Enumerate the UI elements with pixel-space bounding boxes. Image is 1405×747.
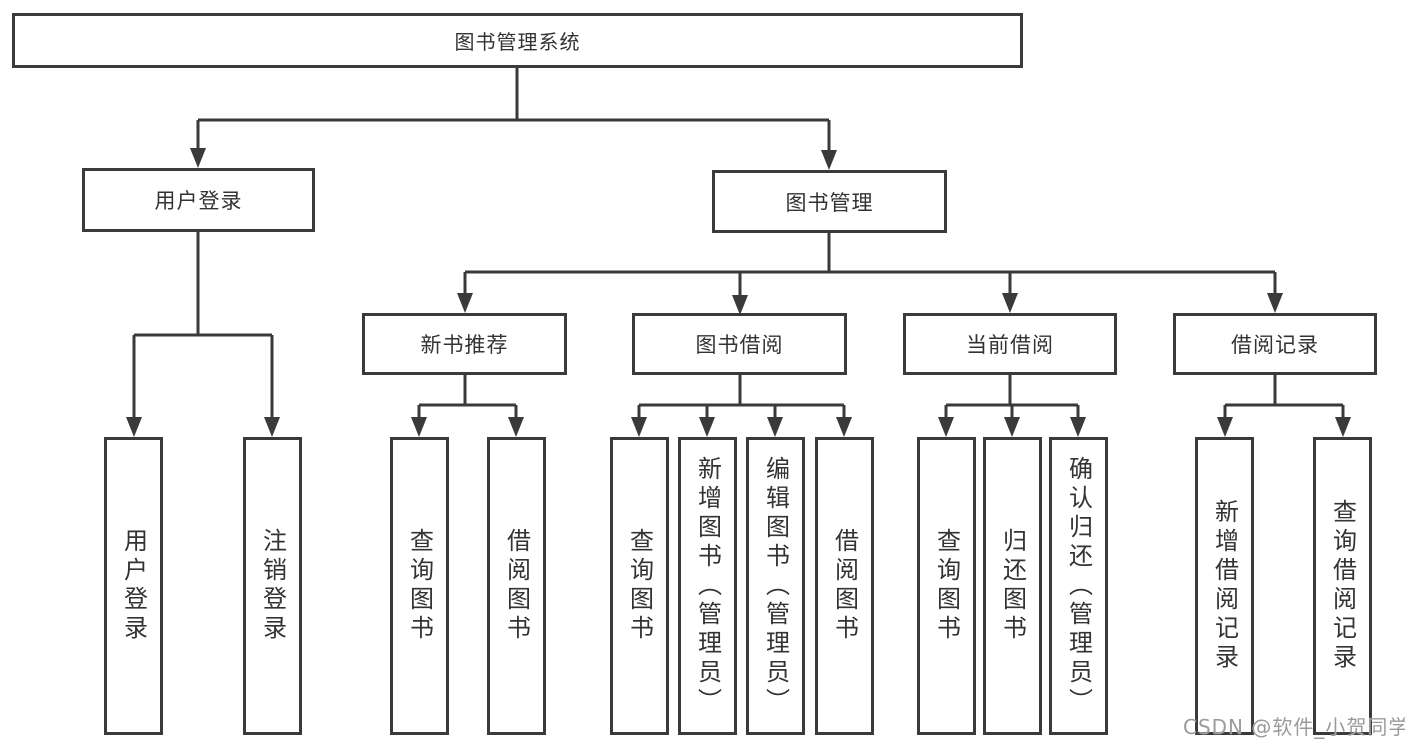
connector-book-borrowing-subtree — [637, 375, 846, 419]
arrowhead — [1217, 417, 1233, 437]
leaf-query-books-current: 查询图书 — [917, 437, 976, 735]
arrowhead — [938, 417, 954, 437]
leaf-borrow-books-recommend: 借阅图书 — [487, 437, 546, 735]
leaf-user-login: 用户登录 — [104, 437, 163, 735]
node-borrowing-records: 借阅记录 — [1173, 313, 1377, 375]
node-user-login: 用户登录 — [82, 168, 315, 232]
connector-new-book-subtree — [417, 375, 518, 419]
leaf-query-borrow-record: 查询借阅记录 — [1313, 437, 1372, 735]
arrowhead — [631, 417, 647, 437]
connector-root-to-level2 — [196, 68, 831, 152]
node-current-borrowing: 当前借阅 — [903, 313, 1117, 375]
arrowhead — [508, 417, 524, 437]
arrowhead — [836, 417, 852, 437]
arrowhead — [1335, 417, 1351, 437]
leaf-add-borrow-record: 新增借阅记录 — [1195, 437, 1254, 735]
arrowhead — [264, 417, 280, 437]
leaf-edit-book-admin: 编辑图书（管理员） — [746, 437, 805, 735]
leaf-query-books-recommend: 查询图书 — [390, 437, 449, 735]
node-book-borrowing: 图书借阅 — [632, 313, 847, 375]
connector-borrowing-records-subtree — [1223, 375, 1345, 419]
connector-current-borrowing-subtree — [944, 375, 1080, 419]
node-book-management-system: 图书管理系统 — [12, 13, 1023, 68]
arrowhead — [411, 417, 427, 437]
leaf-add-book-admin: 新增图书（管理员） — [678, 437, 737, 735]
arrowhead — [821, 150, 837, 170]
watermark: CSDN @软件_小贺同学 — [1183, 715, 1405, 739]
leaf-logout: 注销登录 — [243, 437, 302, 735]
arrowhead — [1004, 417, 1020, 437]
node-book-management: 图书管理 — [712, 170, 947, 233]
leaf-return-books: 归还图书 — [983, 437, 1042, 735]
arrowhead — [732, 295, 748, 315]
leaf-query-books-borrowing: 查询图书 — [610, 437, 669, 735]
leaf-borrow-books-borrowing: 借阅图书 — [815, 437, 874, 735]
leaf-confirm-return-admin: 确认归还（管理员） — [1049, 437, 1108, 735]
arrowhead — [126, 417, 142, 437]
node-new-book-recommendation: 新书推荐 — [362, 313, 567, 375]
arrowhead — [1002, 293, 1018, 313]
connector-user-login-subtree — [132, 232, 274, 419]
arrowhead — [457, 293, 473, 313]
arrowhead — [1267, 293, 1283, 313]
arrowhead — [767, 417, 783, 437]
arrowhead — [699, 417, 715, 437]
connector-book-management-to-level3 — [463, 233, 1277, 299]
arrowhead — [1070, 417, 1086, 437]
arrowhead — [190, 148, 206, 168]
